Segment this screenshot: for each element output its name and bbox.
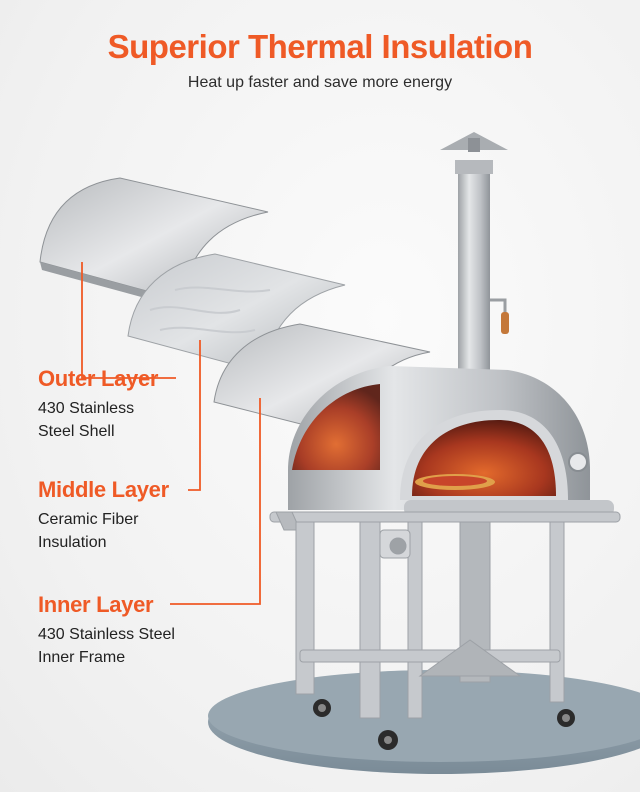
middle-layer-leader: [188, 340, 201, 491]
middle-layer-line-2: Insulation: [38, 534, 107, 551]
outer-layer-title: Outer Layer: [38, 366, 159, 391]
middle-layer-title: Middle Layer: [38, 477, 169, 502]
middle-layer-line-1: Ceramic Fiber: [38, 511, 139, 528]
inner-layer-title: Inner Layer: [38, 592, 154, 617]
outer-layer-line-2: Steel Shell: [38, 423, 115, 440]
inner-layer-leader: [170, 398, 261, 605]
cart-wheels: [313, 699, 575, 750]
oven-body: [288, 366, 614, 516]
outer-layer-line-1: 430 Stainless: [38, 400, 135, 417]
cart-frame: [269, 511, 621, 719]
inner-layer-line-2: Inner Frame: [38, 649, 126, 666]
leader-lines: [81, 262, 261, 605]
inner-layer-line-1: 430 Stainless Steel: [38, 626, 175, 643]
page-subtitle: Heat up faster and save more energy: [187, 74, 453, 91]
chimney: [440, 132, 509, 370]
inner-layer-description: 430 Stainless Steel Inner Frame: [38, 623, 175, 669]
outer-layer-leader: [81, 262, 176, 379]
outer-layer-description: 430 Stainless Steel Shell: [38, 397, 134, 443]
middle-layer-description: Ceramic Fiber Insulation: [38, 508, 138, 554]
thermometer-gauge: [568, 452, 588, 472]
page-title: Superior Thermal Insulation: [107, 28, 533, 65]
